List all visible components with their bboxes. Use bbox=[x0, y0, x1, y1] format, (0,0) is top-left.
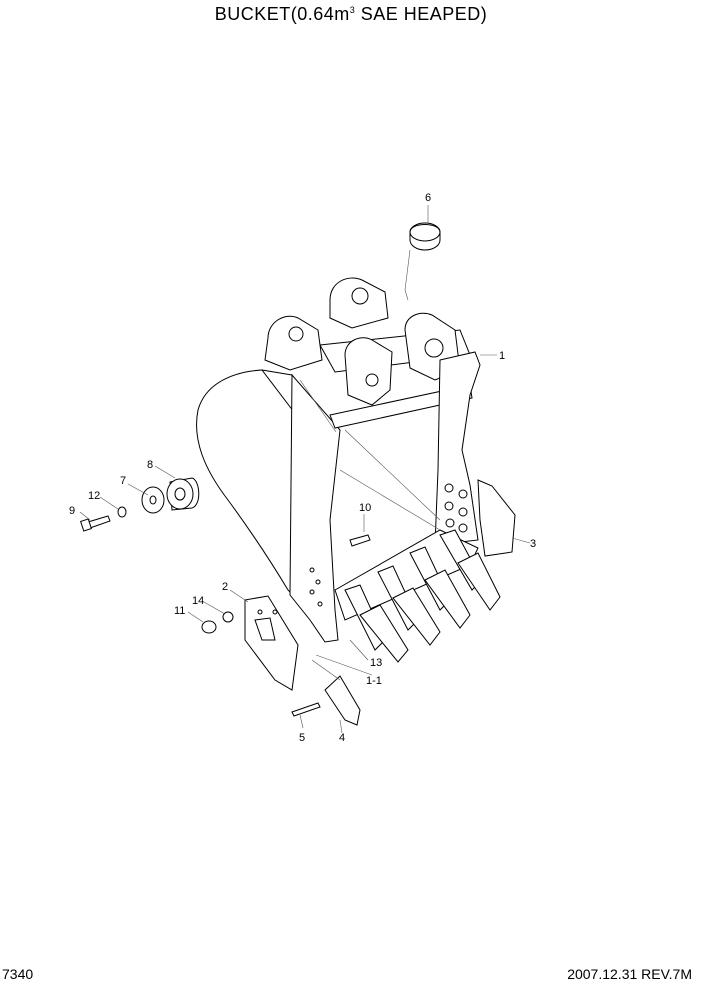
callout-14: 14 bbox=[192, 595, 204, 607]
pin-assembly bbox=[80, 477, 200, 532]
tooth-exploded bbox=[324, 675, 361, 726]
leader-lines bbox=[79, 205, 531, 734]
date-revision: 2007.12.31 REV.7M bbox=[567, 966, 692, 982]
washer-14 bbox=[222, 611, 234, 623]
callout-5: 5 bbox=[299, 732, 305, 744]
callout-13: 13 bbox=[370, 657, 382, 669]
callout-1: 1 bbox=[499, 350, 505, 362]
side-cutter-left bbox=[244, 595, 299, 691]
nut-11 bbox=[201, 620, 217, 634]
callout-10: 10 bbox=[359, 502, 371, 514]
page-code: 7340 bbox=[2, 966, 34, 982]
callout-3: 3 bbox=[530, 538, 536, 550]
callout-4: 4 bbox=[339, 732, 345, 744]
title-main: BUCKET(0.64m bbox=[214, 4, 350, 24]
bucket-body bbox=[196, 277, 481, 643]
callout-11: 11 bbox=[174, 605, 185, 617]
callout-6: 6 bbox=[425, 192, 431, 204]
callout-12: 12 bbox=[88, 490, 100, 502]
callout-8: 8 bbox=[147, 459, 153, 471]
title-superscript: 3 bbox=[349, 5, 356, 15]
tooth-points bbox=[359, 552, 501, 663]
side-cutter-right bbox=[477, 479, 516, 557]
page-title: BUCKET(0.64m3 SAE HEAPED) bbox=[0, 4, 702, 25]
tooth-pin bbox=[291, 702, 321, 717]
callout-2: 2 bbox=[222, 581, 228, 593]
callout-7: 7 bbox=[120, 475, 126, 487]
title-rest: SAE HEAPED) bbox=[355, 4, 488, 24]
callout-9: 9 bbox=[69, 505, 75, 517]
boss-part bbox=[409, 222, 441, 251]
bolt-10 bbox=[349, 534, 371, 547]
callout-1-1: 1-1 bbox=[366, 675, 382, 687]
